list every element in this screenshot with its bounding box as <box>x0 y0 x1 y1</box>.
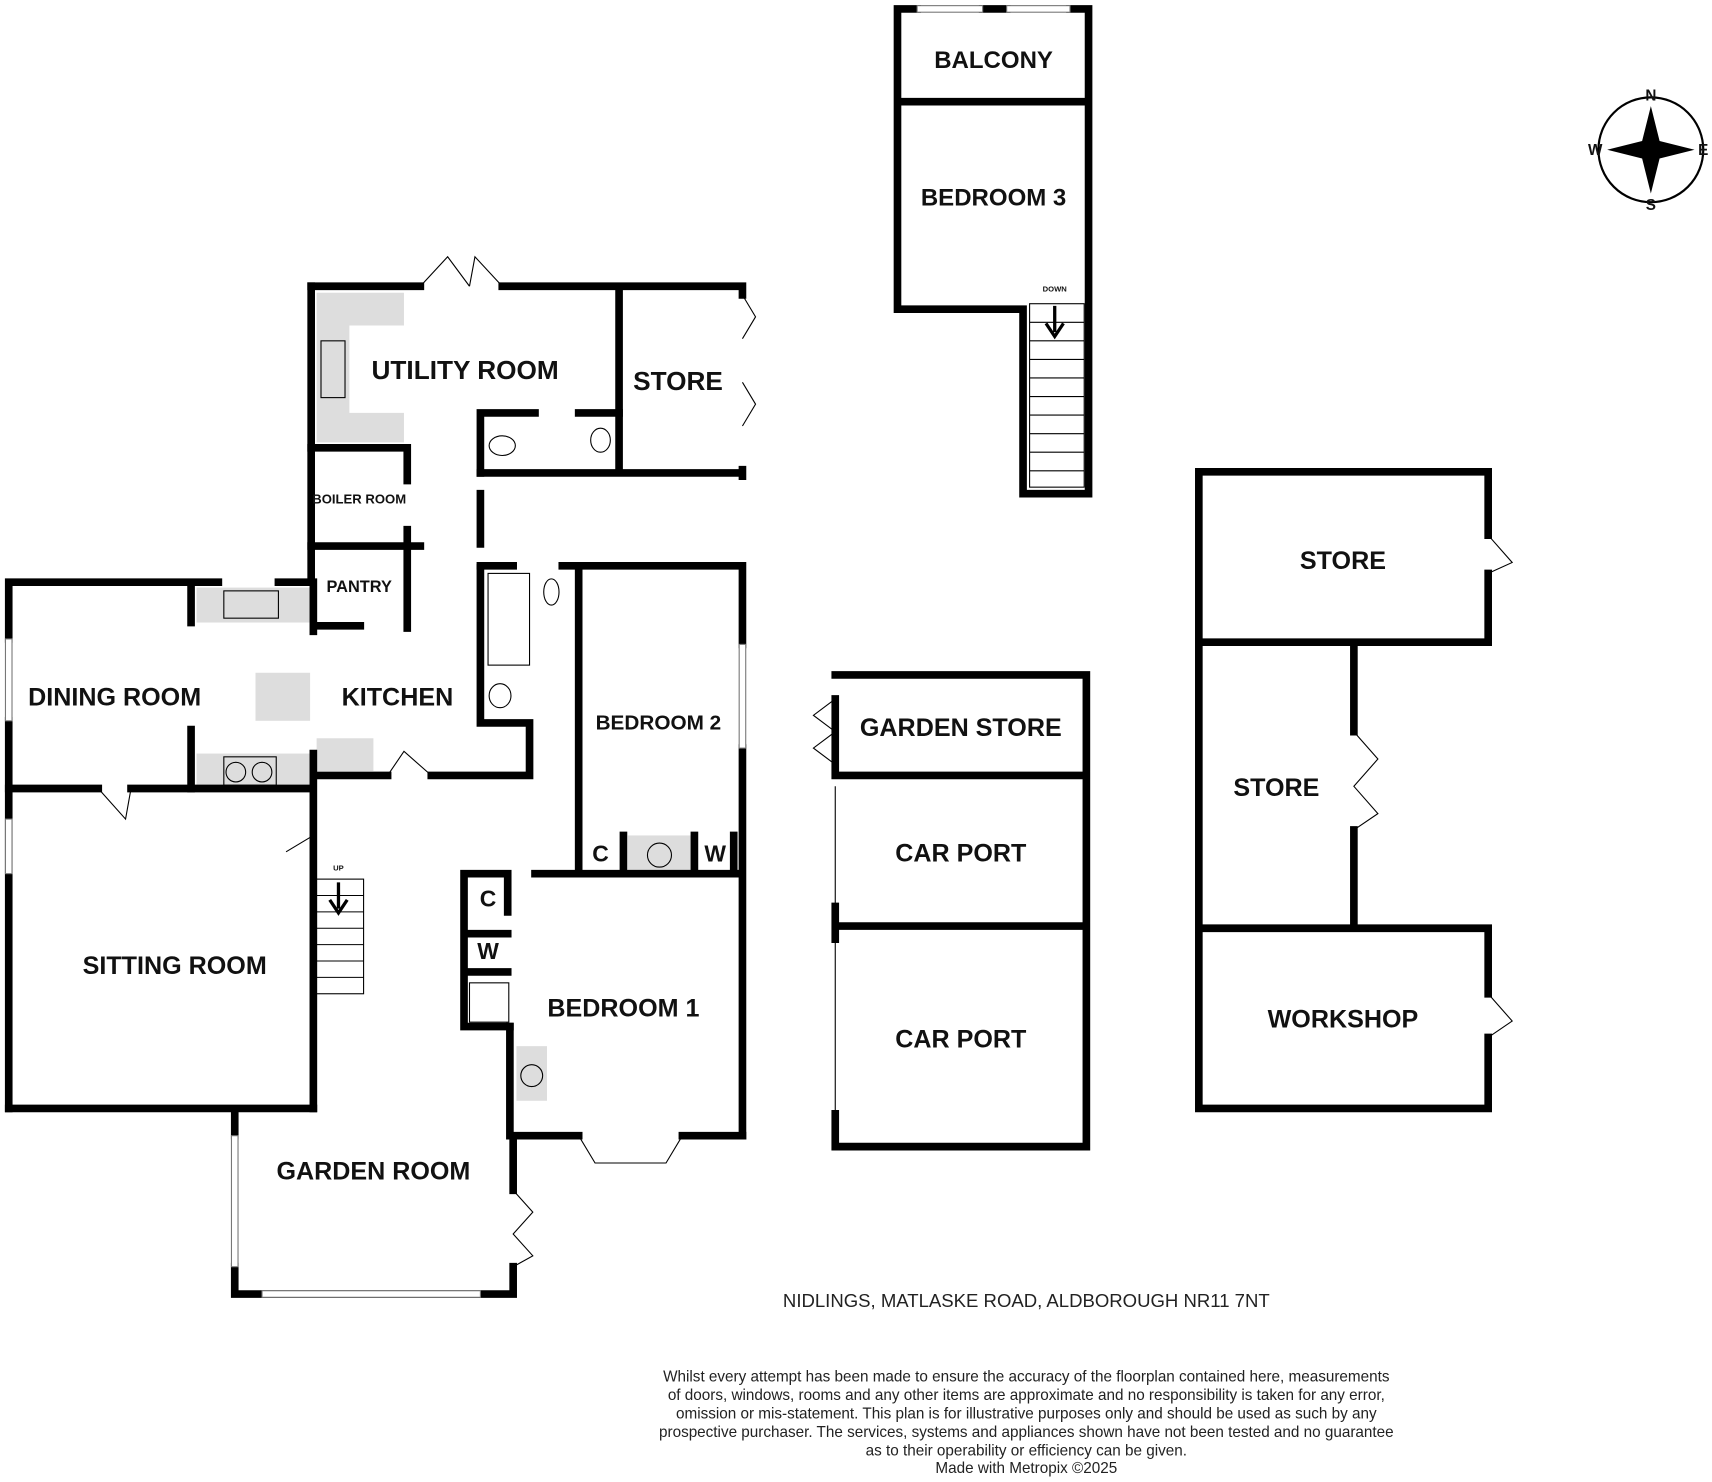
outbuilding-walls <box>812 468 1514 1151</box>
label-bedroom-1: BEDROOM 1 <box>547 995 699 1023</box>
stairs-up <box>313 878 365 995</box>
credit: Made with Metropix ©2025 <box>935 1460 1117 1477</box>
disclaimer-line: of doors, windows, rooms and any other i… <box>668 1387 1385 1404</box>
disclaimer: Whilst every attempt has been made to en… <box>659 1368 1394 1477</box>
label-cupboard: C <box>592 841 609 867</box>
label-sitting-room: SITTING ROOM <box>83 952 267 980</box>
label-garden-room: GARDEN ROOM <box>276 1157 470 1185</box>
label-down: DOWN <box>1043 285 1067 294</box>
label-garden-store: GARDEN STORE <box>860 714 1062 742</box>
arrow-down-icon <box>328 882 349 916</box>
label-balcony: BALCONY <box>934 47 1053 74</box>
fittings <box>196 292 692 1101</box>
label-bedroom-2: BEDROOM 2 <box>596 712 722 735</box>
compass-south: S <box>1646 197 1656 214</box>
arrow-down-icon <box>1044 305 1065 340</box>
disclaimer-line: Whilst every attempt has been made to en… <box>663 1368 1390 1385</box>
disclaimer-line: prospective purchaser. The services, sys… <box>659 1424 1394 1441</box>
label-cupboard: C <box>480 885 497 911</box>
label-bedroom-3: BEDROOM 3 <box>921 184 1066 211</box>
label-kitchen: KITCHEN <box>342 684 454 712</box>
disclaimer-line: omission or mis-statement. This plan is … <box>676 1405 1377 1422</box>
compass-west: W <box>1588 142 1603 159</box>
label-car-port: CAR PORT <box>895 1025 1027 1053</box>
compass-icon: N E S W <box>1588 88 1708 214</box>
label-wardrobe: W <box>477 938 499 964</box>
label-utility-room: UTILITY ROOM <box>372 355 559 385</box>
label-wardrobe: W <box>704 841 726 867</box>
first-floor-walls <box>893 5 1093 498</box>
label-boiler-room: BOILER ROOM <box>312 492 406 507</box>
label-store: STORE <box>633 366 723 396</box>
label-store: STORE <box>1233 774 1319 802</box>
label-store: STORE <box>1300 547 1386 575</box>
room-labels: BALCONY BEDROOM 3 DOWN UTILITY ROOM STOR… <box>28 47 1418 1185</box>
compass-east: E <box>1698 142 1708 159</box>
label-workshop: WORKSHOP <box>1268 1006 1419 1034</box>
label-car-port: CAR PORT <box>895 840 1027 868</box>
address: NIDLINGS, MATLASKE ROAD, ALDBOROUGH NR11… <box>783 1290 1270 1311</box>
label-dining-room: DINING ROOM <box>28 684 201 712</box>
disclaimer-line: as to their operability or efficiency ca… <box>866 1443 1187 1460</box>
compass-north: N <box>1645 88 1656 105</box>
house-walls <box>4 255 757 1298</box>
label-pantry: PANTRY <box>326 578 392 596</box>
label-up: UP <box>333 863 344 872</box>
